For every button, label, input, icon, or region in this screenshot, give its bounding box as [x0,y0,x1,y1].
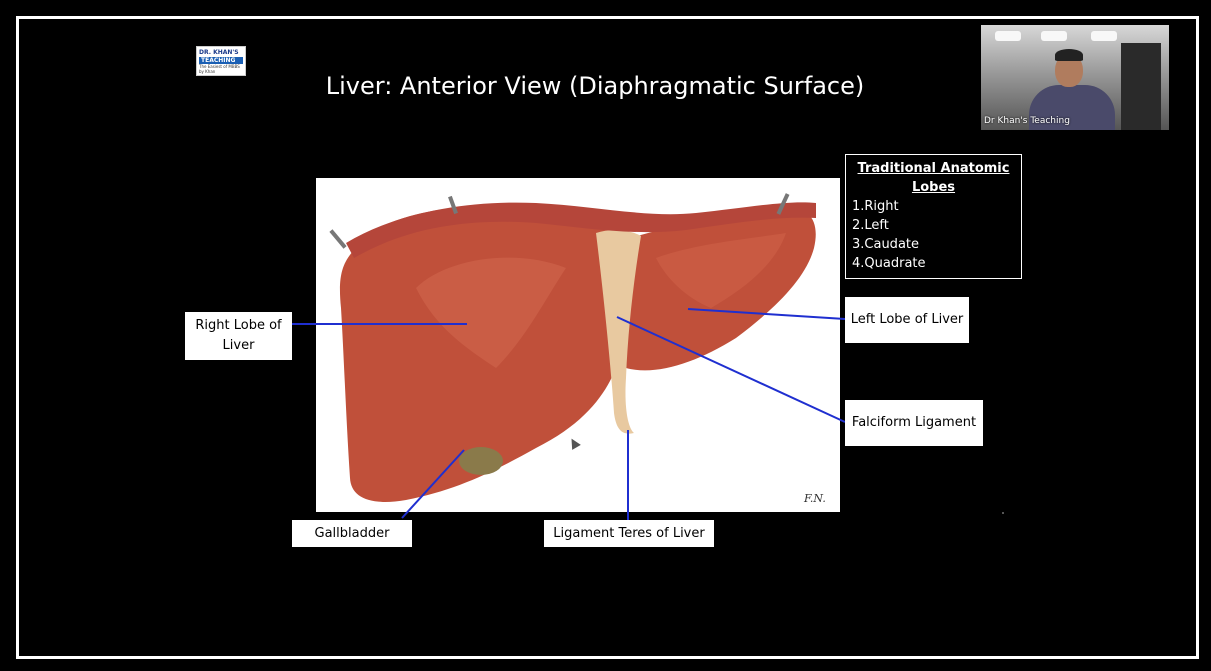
label-ligament-teres: Ligament Teres of Liver [544,520,714,547]
traditional-lobes-box: Traditional Anatomic Lobes 1.Right 2.Lef… [845,154,1022,279]
lobe-item: 1.Right [852,197,1015,216]
label-left-lobe: Left Lobe of Liver [845,297,969,343]
pointer-gallbladder [402,450,464,518]
lobe-item: 4.Quadrate [852,254,1015,273]
lobe-item: 3.Caudate [852,235,1015,254]
label-right-lobe: Right Lobe of Liver [185,312,292,360]
lobe-item: 2.Left [852,216,1015,235]
pointer-falciform [617,317,845,422]
lobes-title: Traditional Anatomic Lobes [852,159,1015,197]
label-gallbladder: Gallbladder [292,520,412,547]
stray-dot [1002,512,1004,514]
pointer-left-lobe [688,309,845,319]
label-falciform-ligament: Falciform Ligament [845,400,983,446]
slide: DR. KHAN'S TEACHING The Easiest of MBBS … [20,20,1195,655]
